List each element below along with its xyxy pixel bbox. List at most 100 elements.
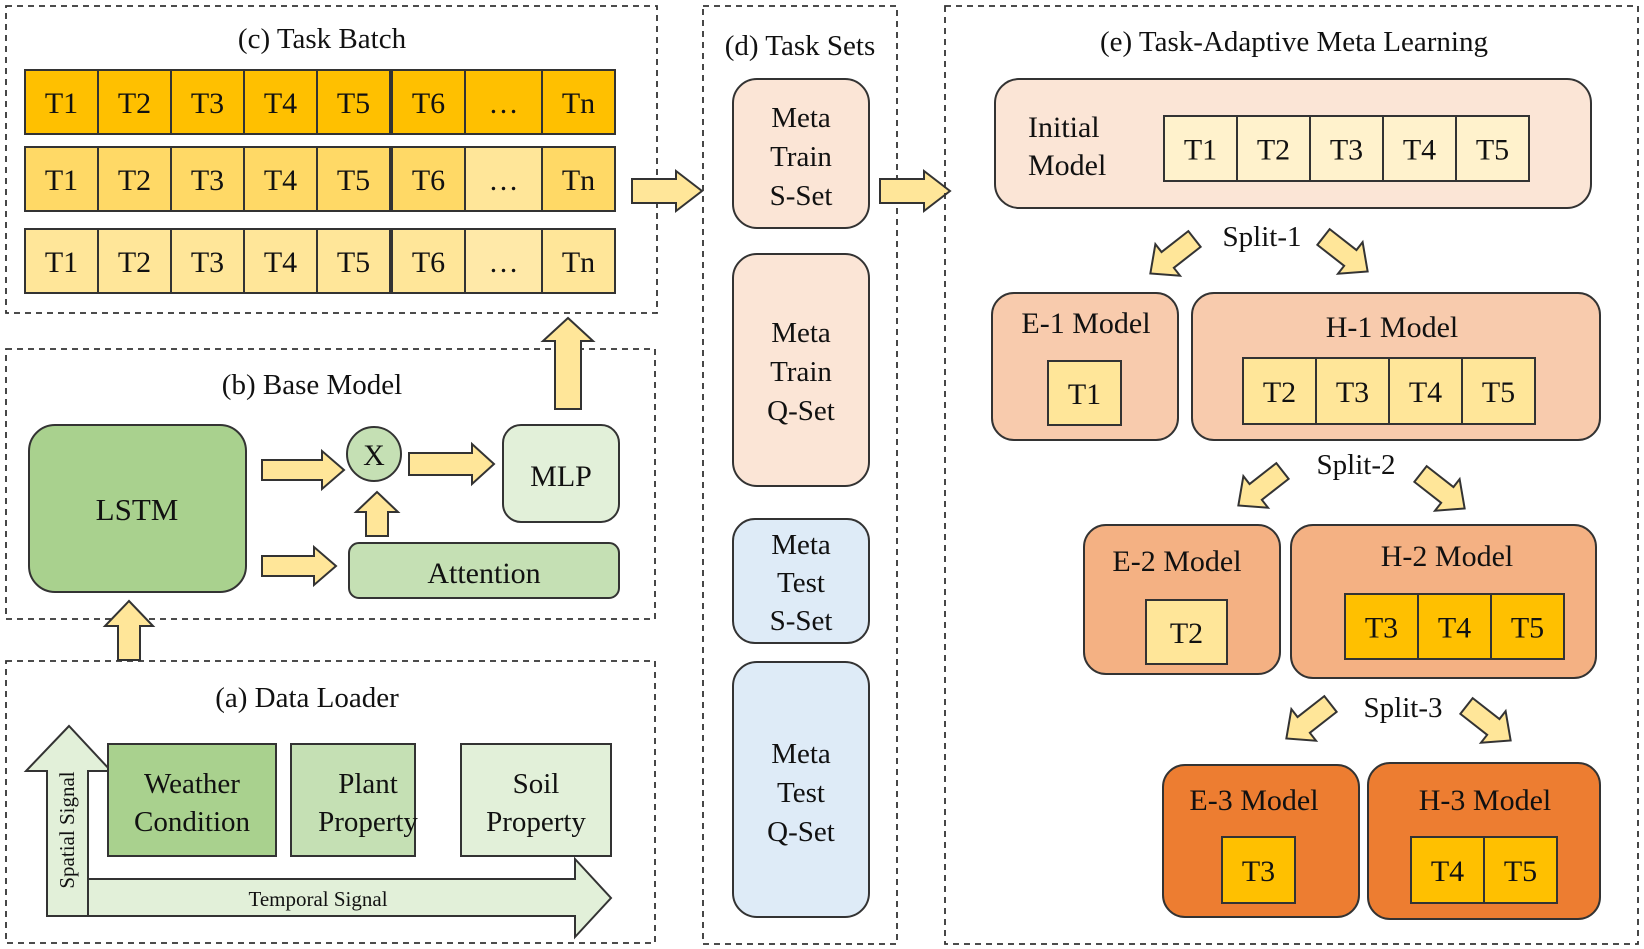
task-batch-row-3-label-6: T6: [412, 246, 445, 279]
initial-task-label-2: T2: [1257, 133, 1290, 166]
soil-line-2: Property: [486, 806, 586, 838]
initial-model-line-1: Initial: [1028, 111, 1100, 144]
task-batch-row-1-label-7: …: [489, 87, 519, 120]
arrow-batch-to-sets: [631, 168, 704, 214]
meta-train-q-line-3: Q-Set: [767, 395, 835, 427]
split-1-arrow-left: [1149, 229, 1203, 277]
split-2-arrow-left: [1237, 461, 1291, 509]
task-batch-row-2-cell-6: [391, 146, 466, 212]
split-3-arrow-left: [1285, 694, 1339, 742]
initial-task-cell-5: [1455, 115, 1530, 182]
task-batch-row-3-label-8: Tn: [562, 246, 595, 279]
h1-task-label-2: T3: [1336, 376, 1369, 409]
meta-train-s-line-3: S-Set: [770, 180, 833, 212]
initial-task-label-1: T1: [1184, 133, 1217, 166]
task-batch-row-2-label-1: T1: [45, 164, 78, 197]
task-batch-row-3-cell-5: [316, 228, 391, 294]
task-batch-row-3-label-4: T4: [264, 246, 297, 279]
task-batch-row-3-cell-7: [464, 228, 543, 294]
base-model-frame: [5, 348, 656, 620]
task-batch-row-1-cell-5: [316, 69, 391, 135]
arrow-attention-to-multiply: [353, 490, 401, 537]
initial-task-label-5: T5: [1476, 133, 1509, 166]
e1-model-label: E-1 Model: [1021, 307, 1150, 340]
meta-train-s-line-1: Meta: [771, 102, 831, 134]
base-model-title: (b) Base Model: [222, 369, 402, 401]
meta-test-q-line-3: Q-Set: [767, 816, 835, 848]
task-batch-row-2-label-7: …: [489, 164, 519, 197]
soil-property-box: [460, 743, 612, 857]
task-batch-row-3-cell-8: [541, 228, 616, 294]
task-batch-row-2-label-3: T3: [191, 164, 224, 197]
initial-model-line-2: Model: [1028, 149, 1106, 182]
e1-task-label-1: T1: [1068, 378, 1101, 411]
lstm-block: [28, 424, 247, 593]
arrow-lstm-to-multiply: [261, 448, 346, 492]
h1-task-cell-1: [1242, 357, 1317, 425]
arrow-sets-to-meta: [879, 168, 952, 214]
task-batch-row-3-label-3: T3: [191, 246, 224, 279]
task-batch-row-2-label-2: T2: [118, 164, 151, 197]
arrow-lstm-to-attention: [261, 544, 338, 588]
spatial-signal-label: Spatial Signal: [55, 771, 79, 888]
task-batch-row-1-label-4: T4: [264, 87, 297, 120]
initial-task-cell-3: [1309, 115, 1384, 182]
h2-task-label-3: T5: [1511, 611, 1544, 644]
h1-model-label: H-1 Model: [1326, 311, 1458, 344]
attention-label: Attention: [427, 557, 540, 590]
multiply-node: [346, 426, 402, 482]
task-batch-row-2-label-8: Tn: [562, 164, 595, 197]
meta-test-q-line-1: Meta: [771, 738, 831, 770]
h1-task-cell-3: [1388, 357, 1463, 425]
multiply-label: X: [363, 439, 385, 472]
h1-task-cell-2: [1315, 357, 1390, 425]
task-batch-row-3-cell-4: [243, 228, 318, 294]
e3-task-cell-1: [1221, 836, 1296, 904]
task-batch-row-1-label-6: T6: [412, 87, 445, 120]
task-batch-row-3-label-1: T1: [45, 246, 78, 279]
meta-train-s-line-2: Train: [770, 141, 832, 173]
task-batch-row-1-cell-8: [541, 69, 616, 135]
task-batch-row-1-label-1: T1: [45, 87, 78, 120]
plant-line-2: Property: [318, 806, 418, 838]
e2-model-tasks: T2: [1145, 599, 1228, 665]
initial-task-cell-2: [1236, 115, 1311, 182]
data-loader-frame: [5, 660, 656, 944]
panel-meta-learning: (e) Task-Adaptive Meta Learning Initial …: [944, 5, 1639, 945]
e1-model-tasks: T1: [1047, 360, 1122, 426]
mlp-block: [502, 424, 620, 523]
task-batch-row-3-cell-1: [24, 228, 99, 294]
task-batch-title: (c) Task Batch: [238, 23, 407, 55]
panel-data-loader: (a) Data Loader Spatial Signal Temporal …: [5, 660, 656, 944]
task-batch-row-3-cell-3: [170, 228, 245, 294]
initial-task-label-3: T3: [1330, 133, 1363, 166]
arrow-loader-to-base: [102, 599, 156, 661]
meta-test-s-line-3: S-Set: [770, 605, 833, 637]
h3-task-label-2: T5: [1504, 855, 1537, 888]
h2-task-cell-3: [1490, 593, 1565, 660]
attention-block: [348, 542, 620, 599]
split-1-label: Split-1: [1223, 221, 1302, 253]
e2-task-cell-1: [1145, 599, 1228, 665]
split-3-label: Split-3: [1364, 692, 1443, 724]
task-sets-frame: [702, 5, 898, 945]
h1-task-label-4: T5: [1482, 376, 1515, 409]
task-batch-row-2-label-6: T6: [412, 164, 445, 197]
task-batch-row-1-cell-1: [24, 69, 99, 135]
h1-task-label-1: T2: [1263, 376, 1296, 409]
task-batch-row-3-label-5: T5: [337, 246, 370, 279]
split-1-arrow-right: [1315, 227, 1369, 275]
task-batch-row-1-label-3: T3: [191, 87, 224, 120]
task-batch-row-2-cell-2: [97, 146, 172, 212]
e3-model-label: E-3 Model: [1189, 784, 1318, 817]
weather-condition-box: [107, 743, 277, 857]
h2-task-label-1: T3: [1365, 611, 1398, 644]
task-batch-row-3-label-7: …: [489, 246, 519, 279]
meta-train-q-line-1: Meta: [771, 317, 831, 349]
meta-train-s-set: [732, 78, 870, 229]
meta-test-s-line-1: Meta: [771, 529, 831, 561]
